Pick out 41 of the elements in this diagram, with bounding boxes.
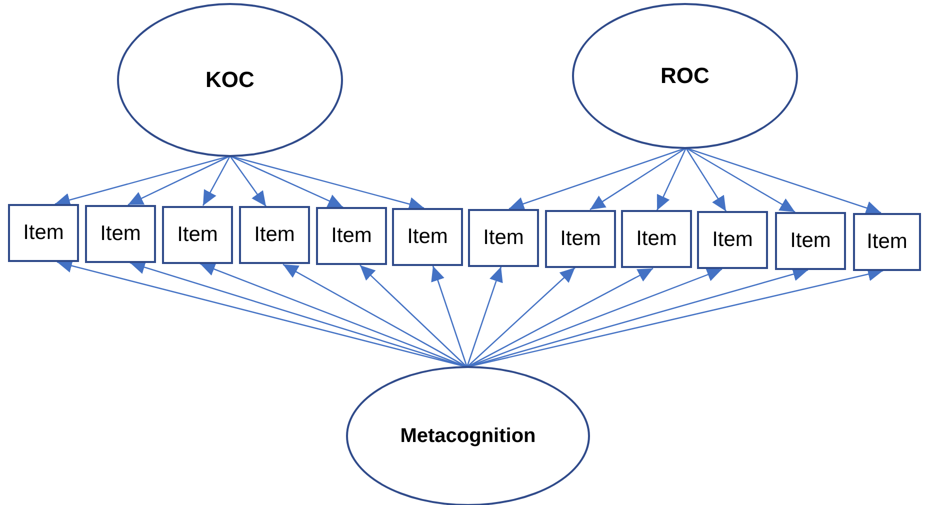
arrow — [230, 155, 344, 208]
item-box — [239, 206, 310, 264]
arrow — [590, 147, 686, 210]
item-box — [775, 212, 846, 270]
item-label: Item — [177, 222, 218, 247]
item-label: Item — [100, 222, 141, 246]
arrow — [202, 156, 231, 206]
arrow — [685, 148, 727, 212]
item-box — [621, 210, 692, 268]
item-label: Item — [636, 227, 677, 252]
item-label: Item — [560, 226, 601, 251]
item-label: Item — [254, 223, 295, 248]
item-box — [545, 210, 616, 268]
item-box — [392, 208, 463, 266]
factor-label: KOC — [206, 67, 254, 93]
arrow — [431, 266, 468, 368]
item-label: Item — [790, 229, 831, 253]
arrow — [282, 264, 468, 368]
item-box — [162, 206, 233, 264]
item-label: Item — [331, 224, 372, 248]
item-box — [85, 204, 156, 263]
item-box — [697, 211, 768, 270]
item-label: Item — [23, 221, 64, 245]
item-box — [853, 212, 921, 271]
arrow — [466, 266, 503, 368]
arrow — [466, 267, 576, 368]
item-label: Item — [866, 230, 908, 254]
item-label: Item — [483, 226, 524, 250]
item-label: Item — [407, 225, 448, 249]
item-label: Item — [712, 228, 753, 252]
factor-label: Metacognition — [400, 424, 536, 448]
arrow — [128, 155, 230, 206]
arrow — [656, 148, 687, 211]
item-box — [316, 207, 387, 266]
arrow — [360, 264, 468, 368]
arrow — [686, 147, 796, 213]
item-box — [468, 208, 539, 267]
arrow — [229, 156, 267, 207]
arrow — [466, 268, 654, 368]
item-box — [8, 204, 79, 262]
factor-label: ROC — [660, 63, 710, 89]
